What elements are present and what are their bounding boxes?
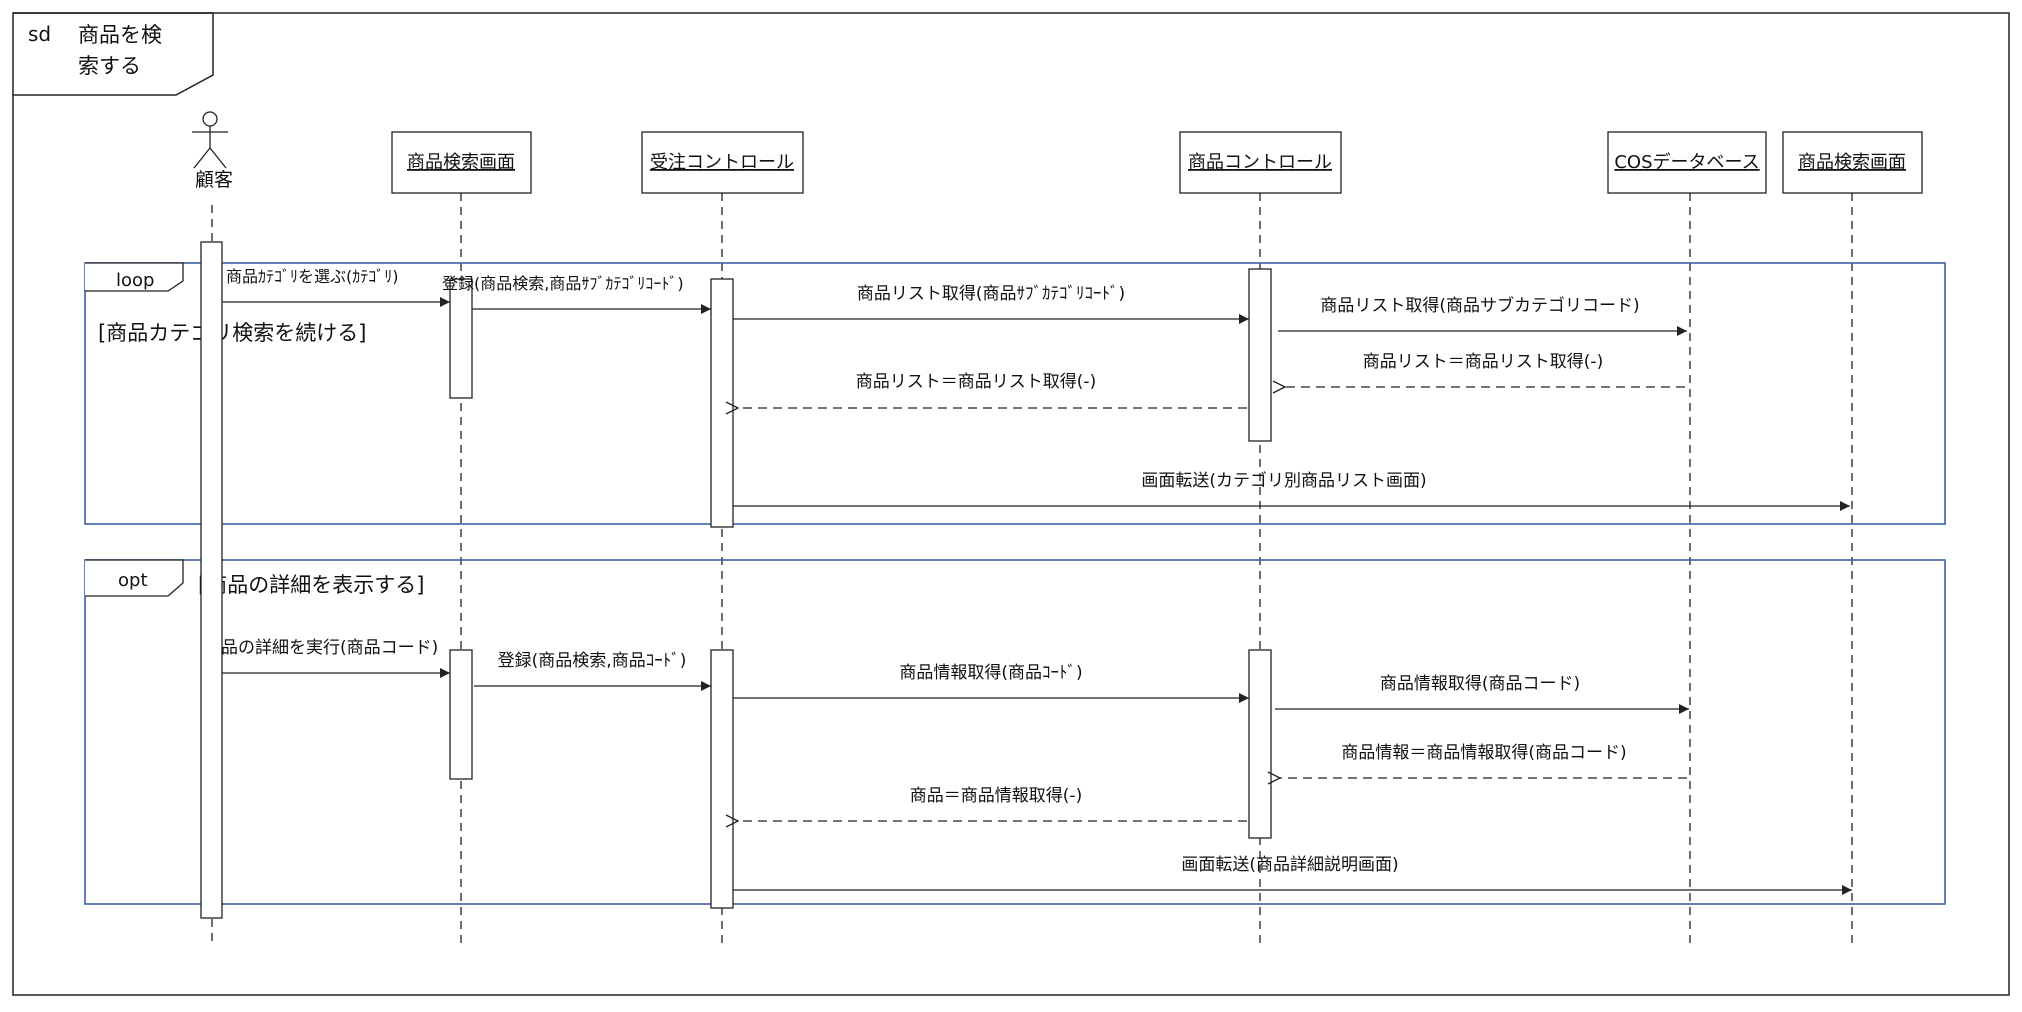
message-label: 商品情報取得(商品ｺｰﾄﾞ) (899, 663, 1082, 683)
message-label: 商品ｶﾃｺﾞﾘを選ぶ(ｶﾃｺﾞﾘ) (226, 267, 399, 286)
lifeline-label-database: COSデータベース (1614, 152, 1759, 173)
lifeline-database: COSデータベース (1607, 131, 1767, 945)
activation-bar (449, 649, 473, 780)
message-label: 登録(商品検索,商品ｻﾌﾞｶﾃｺﾞﾘｺｰﾄﾞ) (442, 274, 684, 293)
message-label: 商品リスト＝商品リスト取得(-) (1363, 352, 1603, 372)
message: 画面転送(商品詳細説明画面) (733, 855, 1852, 895)
frame-keyword: sd (28, 22, 51, 46)
message: 商品情報＝商品情報取得(商品コード) (1280, 743, 1687, 778)
frame-title-tab (13, 12, 214, 96)
lifeline-label-product-control: 商品コントロール (1188, 152, 1332, 173)
message: 商品リスト取得(商品ｻﾌﾞｶﾃｺﾞﾘｺｰﾄﾞ) (733, 284, 1249, 324)
lifeline-order-control: 受注コントロール (641, 131, 804, 945)
message: 登録(商品検索,商品ｺｰﾄﾞ) (474, 651, 711, 691)
message-label: 商品リスト取得(商品サブカテゴリコード) (1320, 295, 1639, 316)
message-label: 商品情報取得(商品コード) (1380, 674, 1580, 694)
diagram-frame (12, 12, 2010, 996)
message-label: 商品＝商品情報取得(-) (910, 786, 1082, 806)
lifeline-label-customer: 顧客 (195, 169, 233, 191)
fragment-loop: loop [商品カテゴリ検索を続ける] (84, 262, 1946, 525)
lifeline-label-screen2: 商品検索画面 (1798, 152, 1906, 173)
lifeline-label-order-control: 受注コントロール (650, 152, 794, 173)
fragment-guard-opt: [商品の詳細を表示する] (198, 573, 424, 597)
fragment-guard-loop: [商品カテゴリ検索を続ける] (98, 321, 366, 345)
message: 商品情報取得(商品コード) (1275, 674, 1689, 714)
fragment-opt: opt [商品の詳細を表示する] (84, 559, 1946, 905)
message-label: 商品リスト＝商品リスト取得(-) (856, 372, 1096, 392)
message: 商品リスト取得(商品サブカテゴリコード) (1278, 295, 1687, 336)
message: 商品＝商品情報取得(-) (738, 786, 1247, 821)
lifeline-product-control: 商品コントロール (1179, 131, 1342, 945)
message: 登録(商品検索,商品ｻﾌﾞｶﾃｺﾞﾘｺｰﾄﾞ) (442, 274, 711, 314)
activation-bar (710, 278, 734, 528)
lifeline-screen1: 商品検索画面 (391, 131, 532, 945)
message: 商品リスト＝商品リスト取得(-) (1285, 352, 1685, 387)
activation-bar (1248, 268, 1272, 442)
lifeline-screen2: 商品検索画面 (1782, 131, 1923, 945)
message: 商品情報取得(商品ｺｰﾄﾞ) (733, 663, 1249, 703)
fragment-operator-opt: opt (118, 570, 148, 591)
message: 商品ｶﾃｺﾞﾘを選ぶ(ｶﾃｺﾞﾘ) (222, 267, 450, 307)
message-label: 登録(商品検索,商品ｺｰﾄﾞ) (498, 651, 687, 671)
frame-title-line1: 商品を検 (78, 23, 162, 47)
actor-icon (202, 111, 218, 127)
message-label: 商品リスト取得(商品ｻﾌﾞｶﾃｺﾞﾘｺｰﾄﾞ) (857, 284, 1125, 304)
message: 商品リスト＝商品リスト取得(-) (738, 372, 1247, 408)
activation-bar (200, 241, 223, 919)
message-label: 品の詳細を実行(商品コード) (221, 638, 438, 658)
frame-title-line2: 索する (78, 54, 141, 78)
message: 画面転送(カテゴリ別商品リスト画面) (733, 470, 1850, 511)
lifeline-label-screen1: 商品検索画面 (407, 152, 515, 173)
fragment-operator-loop: loop (116, 270, 154, 291)
message-label: 画面転送(カテゴリ別商品リスト画面) (1141, 470, 1426, 491)
message-label: 画面転送(商品詳細説明画面) (1181, 855, 1398, 875)
activation-bar (710, 649, 734, 909)
activation-bar (449, 278, 473, 399)
message-label: 商品情報＝商品情報取得(商品コード) (1341, 743, 1626, 763)
activation-bar (1248, 649, 1272, 839)
message: 品の詳細を実行(商品コード) (221, 638, 450, 678)
